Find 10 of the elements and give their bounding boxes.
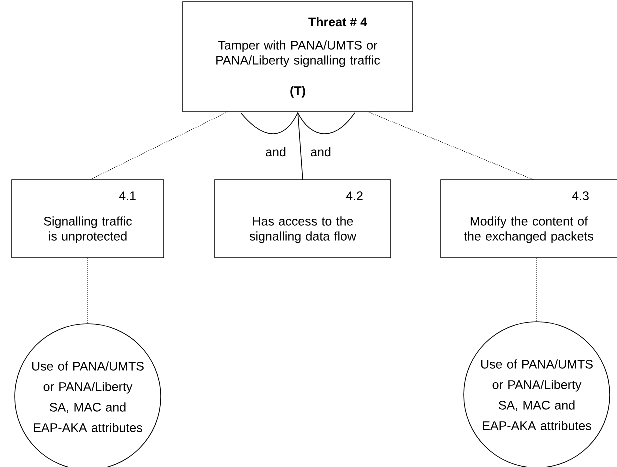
threat-box: Threat # 4 Tamper with PANA/UMTS or PANA/Liberty signalling traffic (T) — [182, 2, 414, 112]
connector-line — [368, 112, 534, 180]
connector-line — [90, 112, 228, 180]
and-label: and — [311, 147, 331, 157]
and-label: and — [266, 147, 286, 157]
connector-line — [536, 258, 538, 322]
connector-line — [298, 112, 304, 180]
subgoal-box: 4.3 Modify the content of the exchanged packets — [440, 180, 617, 258]
subgoal-box: 4.2 Has access to the signalling data flow — [214, 180, 392, 258]
subgoal-box: 4.1 Signalling traffic is unprotected — [12, 180, 164, 258]
